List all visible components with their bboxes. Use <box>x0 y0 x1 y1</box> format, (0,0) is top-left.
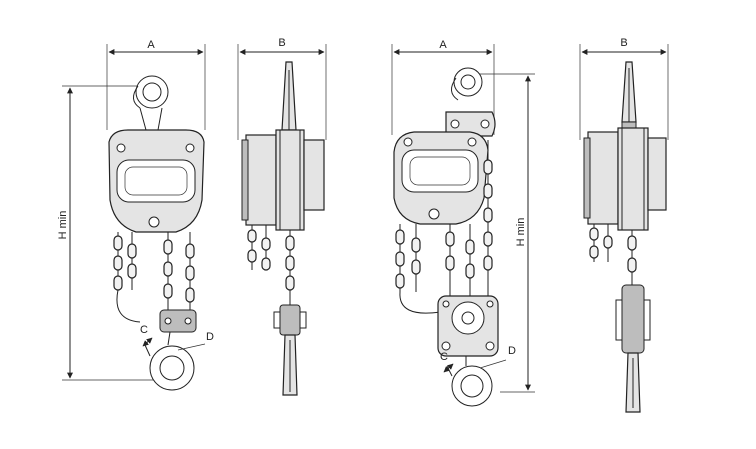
label-a-2: A <box>439 39 447 51</box>
hoist-double-fall-front-view: A H min <box>391 39 535 407</box>
label-b-2: B <box>620 37 627 49</box>
label-a-1: A <box>147 39 155 51</box>
bottom-hook-1 <box>144 309 197 391</box>
dimension-b-2: B <box>579 37 669 140</box>
label-d-1: D <box>206 331 214 343</box>
bottom-hook-2 <box>446 356 493 407</box>
dimension-a-2: A <box>391 39 495 135</box>
label-c-1: C <box>140 324 148 336</box>
hoist-single-fall-side-view: B <box>237 37 327 396</box>
dimension-c-d-2: C D <box>440 345 516 373</box>
bottom-pulley-block-2 <box>437 295 499 357</box>
hoist-single-fall-front-view: A H min <box>57 39 214 391</box>
label-h-min-1: H min <box>57 211 69 240</box>
hoist-double-fall-side-view: B <box>579 37 669 413</box>
hoist-body-1 <box>108 129 205 233</box>
dimension-c-d-1: C D <box>140 324 214 351</box>
chains-1 <box>113 232 195 323</box>
label-d-2: D <box>508 345 516 357</box>
label-h-min-2: H min <box>515 218 527 247</box>
dimension-h-min-2: H min <box>465 73 535 393</box>
dimension-a-1: A <box>106 39 206 130</box>
label-c-2: C <box>440 351 448 363</box>
dimension-b-1: B <box>237 37 327 140</box>
top-hook-1 <box>133 75 169 131</box>
label-b-1: B <box>278 37 285 49</box>
